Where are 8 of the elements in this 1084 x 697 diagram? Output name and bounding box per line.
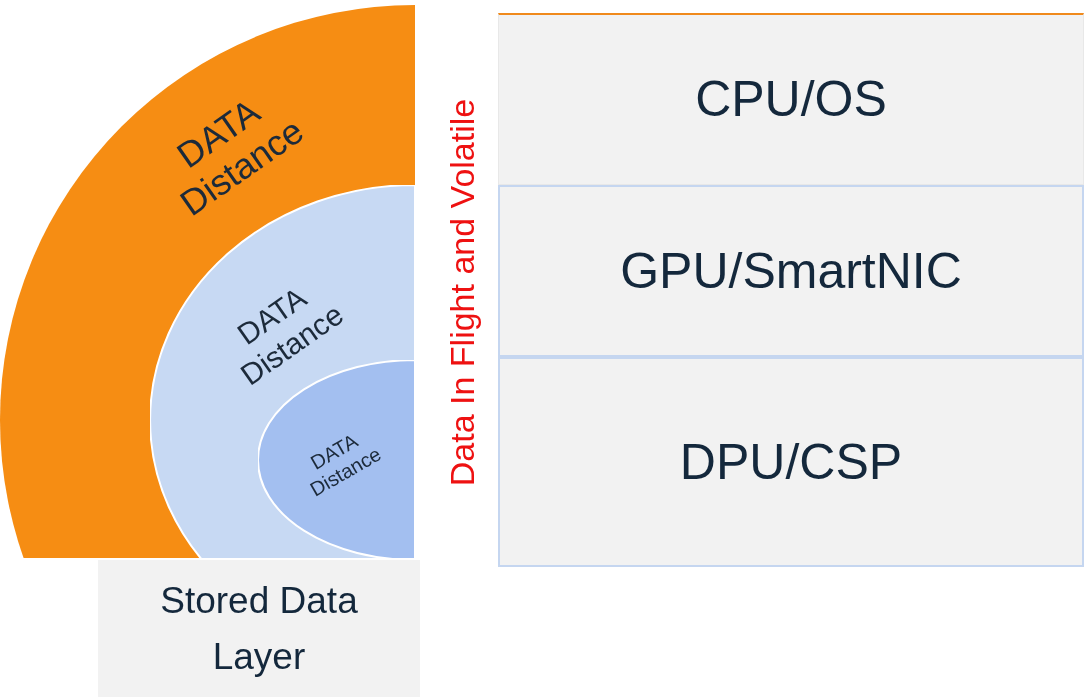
layer-box — [498, 13, 1084, 185]
layer-label: Stored Data Layer — [159, 579, 359, 679]
layer-label: DPU/CSP — [679, 432, 903, 492]
vertical-label: Data In Flight and Volatile — [442, 98, 482, 486]
layer-label: CPU/OS — [695, 70, 887, 129]
layer-label: GPU/SmartNIC — [620, 241, 962, 301]
layer-box — [498, 357, 1084, 567]
layer-box — [498, 185, 1084, 357]
